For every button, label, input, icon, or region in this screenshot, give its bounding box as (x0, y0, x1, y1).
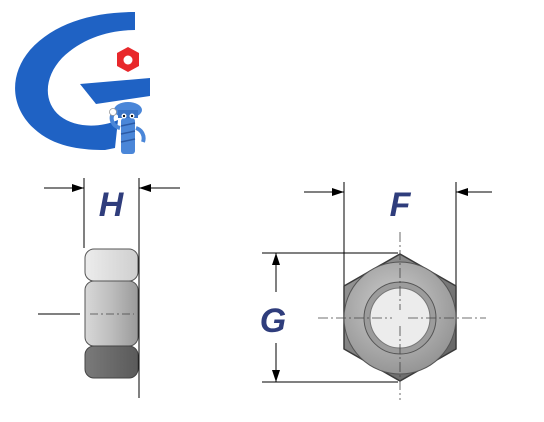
nut-side-bottom-face (84, 345, 139, 379)
hex-nut-icon: F G (260, 182, 492, 400)
nut-side-top-face (84, 248, 139, 282)
nut-side-view: H (38, 178, 180, 398)
label-g: G (260, 302, 286, 340)
label-h: H (99, 186, 125, 224)
logo-crossbar (80, 78, 150, 104)
bolt-mascot-icon (109, 102, 146, 154)
nut-side-middle-face (84, 280, 139, 347)
label-f: F (390, 186, 412, 224)
company-logo-icon (15, 12, 150, 150)
logo-swoosh (15, 12, 136, 150)
